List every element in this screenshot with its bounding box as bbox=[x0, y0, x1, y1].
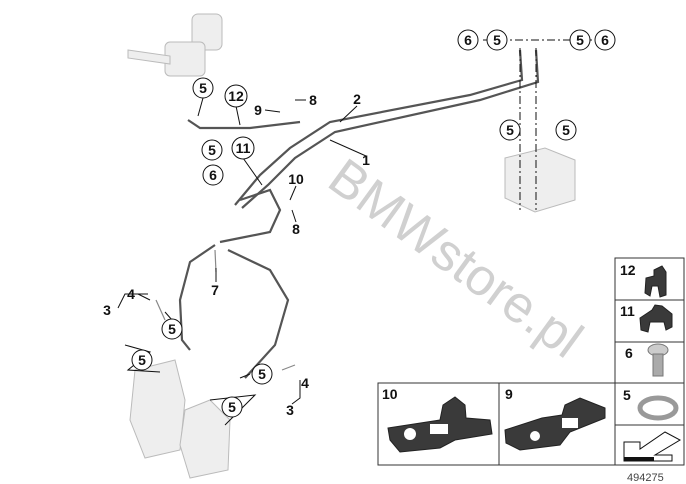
label-9[interactable]: 9 bbox=[254, 102, 262, 118]
inset-5[interactable]: 5 bbox=[623, 387, 679, 421]
sealing-ring-icon bbox=[637, 395, 679, 421]
clip-11-icon bbox=[639, 304, 673, 333]
label-3[interactable]: 3 bbox=[286, 402, 294, 418]
label-7[interactable]: 7 bbox=[211, 282, 219, 298]
svg-text:5: 5 bbox=[506, 122, 514, 138]
svg-text:5: 5 bbox=[493, 32, 501, 48]
inset-12[interactable]: 12 bbox=[620, 262, 667, 298]
inset-6[interactable]: 6 bbox=[625, 343, 669, 377]
label-8[interactable]: 8 bbox=[309, 92, 317, 108]
svg-text:5: 5 bbox=[228, 399, 236, 415]
inset-panels bbox=[377, 257, 685, 466]
callout-12[interactable]: 12 bbox=[224, 84, 248, 108]
svg-text:6: 6 bbox=[464, 32, 472, 48]
svg-text:10: 10 bbox=[382, 386, 398, 402]
callout-5[interactable]: 5 bbox=[555, 119, 577, 141]
svg-text:5: 5 bbox=[168, 321, 176, 337]
label-1[interactable]: 1 bbox=[362, 152, 370, 168]
callout-11[interactable]: 11 bbox=[231, 136, 255, 160]
label-4[interactable]: 4 bbox=[127, 286, 135, 302]
svg-text:12: 12 bbox=[620, 262, 636, 278]
navigation-arrow[interactable] bbox=[623, 431, 682, 462]
svg-text:6: 6 bbox=[625, 345, 633, 361]
callout-5[interactable]: 5 bbox=[201, 139, 223, 161]
caliper-left-ghost bbox=[129, 359, 186, 459]
diagram-number: 494275 bbox=[627, 472, 664, 484]
brake-lines bbox=[155, 49, 540, 379]
svg-text:5: 5 bbox=[258, 366, 266, 382]
callout-5[interactable]: 5 bbox=[569, 29, 591, 51]
callout-6[interactable]: 6 bbox=[202, 164, 224, 186]
svg-text:6: 6 bbox=[601, 32, 609, 48]
leader-lines bbox=[117, 97, 367, 426]
svg-text:5: 5 bbox=[623, 387, 631, 403]
inset-11[interactable]: 11 bbox=[620, 303, 673, 333]
callout-6[interactable]: 6 bbox=[457, 29, 479, 51]
callout-5[interactable]: 5 bbox=[161, 318, 183, 340]
clip-12-icon bbox=[644, 265, 667, 298]
label-8[interactable]: 8 bbox=[292, 221, 300, 237]
caliper-right-ghost bbox=[179, 399, 231, 479]
svg-text:5: 5 bbox=[576, 32, 584, 48]
svg-text:5: 5 bbox=[562, 122, 570, 138]
banjo-bolt-icon bbox=[647, 343, 669, 377]
callout-5[interactable]: 5 bbox=[221, 396, 243, 418]
label-2[interactable]: 2 bbox=[353, 91, 361, 107]
label-10[interactable]: 10 bbox=[288, 171, 304, 187]
abs-unit-ghost bbox=[504, 147, 576, 213]
callout-5[interactable]: 5 bbox=[192, 77, 214, 99]
callout-5[interactable]: 5 bbox=[499, 119, 521, 141]
callout-5[interactable]: 5 bbox=[251, 363, 273, 385]
callout-5[interactable]: 5 bbox=[486, 29, 508, 51]
svg-text:9: 9 bbox=[505, 386, 513, 402]
label-4[interactable]: 4 bbox=[301, 375, 309, 391]
svg-text:6: 6 bbox=[209, 167, 217, 183]
callout-6[interactable]: 6 bbox=[594, 29, 616, 51]
svg-text:5: 5 bbox=[208, 142, 216, 158]
svg-text:11: 11 bbox=[620, 303, 635, 319]
svg-text:5: 5 bbox=[138, 352, 146, 368]
bracket-9-icon bbox=[504, 397, 606, 451]
svg-text:11: 11 bbox=[236, 140, 251, 156]
inset-9[interactable]: 9 bbox=[504, 386, 606, 451]
svg-text:12: 12 bbox=[228, 88, 244, 104]
callout-5[interactable]: 5 bbox=[131, 349, 153, 371]
inset-10[interactable]: 10 bbox=[382, 386, 493, 453]
svg-text:5: 5 bbox=[199, 80, 207, 96]
master-cylinder-ghost bbox=[127, 13, 223, 77]
label-3[interactable]: 3 bbox=[103, 302, 111, 318]
